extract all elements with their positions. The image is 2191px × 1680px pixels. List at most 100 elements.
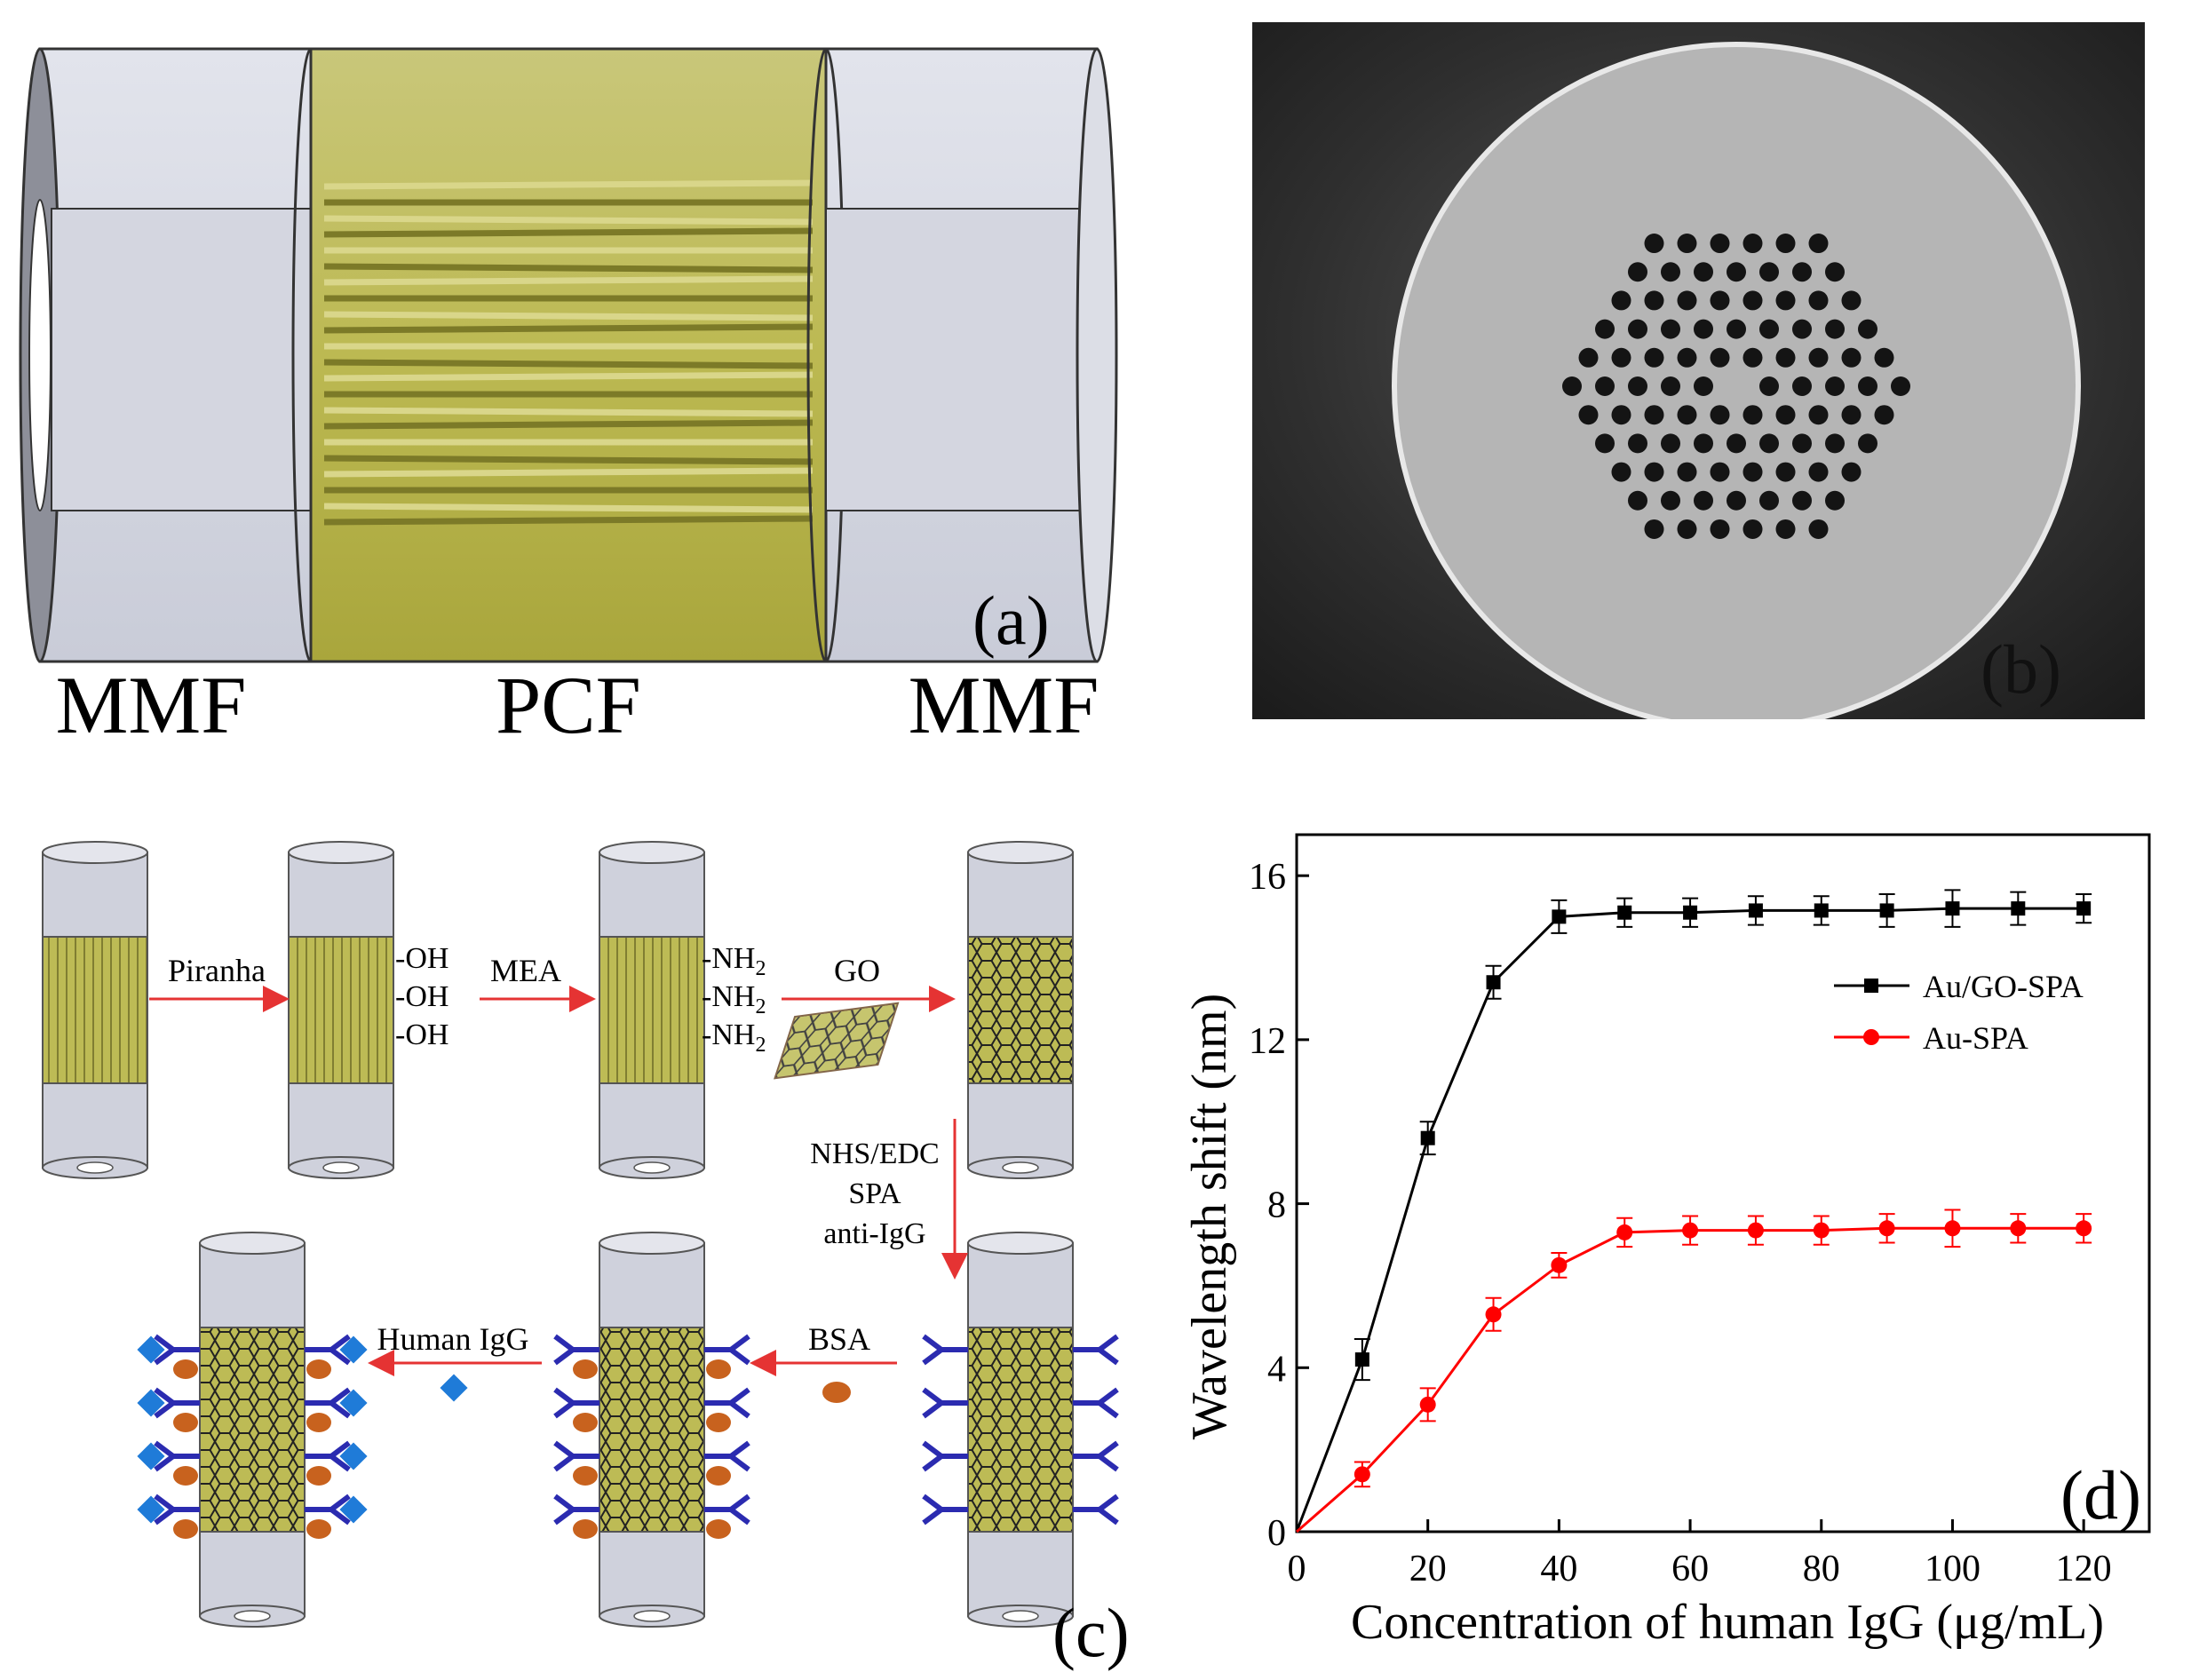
pcf-section [599,1327,705,1533]
air-hole [1644,347,1664,368]
panel-a-tag: (a) [972,582,1050,659]
pcf-section [42,936,148,1084]
x-tick-label: 80 [1803,1549,1840,1589]
bound-human-igg [339,1389,368,1417]
air-hole [1841,405,1862,425]
air-hole [1628,262,1647,282]
y-tick-label: 4 [1267,1349,1286,1390]
legend-label: Au-SPA [1923,1020,2028,1056]
antibody [553,1494,599,1539]
pcf-stripe [323,371,814,382]
air-hole [1759,433,1779,454]
air-hole [1775,462,1796,482]
step-nhs: NHS/EDC [810,1137,939,1170]
plot-frame [1295,833,2151,1533]
pcf-stripe [323,359,814,369]
pcf-stripe [323,275,814,286]
air-hole [1562,376,1582,396]
bsa-molecule [306,1359,331,1379]
series-au-spa [1296,1208,2092,1533]
pcf-segment [309,47,828,663]
air-hole [1775,519,1796,539]
antibody [922,1440,968,1472]
air-hole [1595,319,1615,339]
antibody [922,1334,968,1366]
y-tick-label: 8 [1267,1185,1286,1226]
group-nh2-3: -NH2 [702,1018,766,1057]
label-mmf-right: MMF [909,660,1099,750]
panel-c-functionalization-scheme: Piranha -OH -OH -OH MEA -NH2 -NH2 -NH2 G… [42,841,1130,1671]
air-hole-lattice [1562,234,1910,539]
group-oh-2: -OH [395,980,449,1013]
data-point [1552,909,1567,924]
data-point [1551,1256,1568,1273]
air-hole [1595,376,1615,396]
fiber-cylinder [599,841,705,1179]
fiber-stage-cylinders [42,841,1119,1628]
bsa-molecule [706,1519,731,1539]
pcf-stripe [323,311,814,321]
air-hole [1775,234,1796,254]
antibody [305,1494,368,1539]
air-hole [1775,290,1796,311]
core-opening [234,1610,271,1622]
cap-end [199,1232,306,1255]
antibody [1073,1334,1119,1366]
mmf-cap [599,1082,705,1169]
core-opening [1002,1161,1039,1174]
air-hole [1694,262,1713,282]
x-axis-label: Concentration of human IgG (μg/mL) [1351,1595,2104,1650]
air-hole [1710,462,1730,482]
data-point [1485,1306,1502,1323]
air-hole [1628,376,1647,396]
mmf-cap [599,1242,705,1328]
bsa-molecule [573,1519,598,1539]
air-hole [1694,490,1713,511]
air-hole [1775,347,1796,368]
air-hole [1727,319,1746,339]
bsa-molecule [306,1519,331,1539]
air-hole [1710,405,1730,425]
data-point [1616,1224,1633,1240]
bsa-molecule-icon [822,1382,851,1403]
x-tick-label: 120 [2056,1549,2112,1589]
air-hole [1825,376,1845,396]
legend-marker [1864,979,1878,993]
data-point [1747,1222,1764,1239]
step-mea: MEA [490,953,561,988]
step-human-igg: Human IgG [377,1321,529,1357]
mmf-cap [288,1082,394,1169]
air-hole [1874,405,1894,425]
pcf-stripe [323,323,814,334]
air-hole [1710,347,1730,368]
air-hole [1759,376,1779,396]
antibody [704,1440,750,1486]
air-hole [1759,490,1779,511]
bsa-molecule [173,1519,198,1539]
core-opening [322,1161,360,1174]
cap-end [288,841,394,864]
air-hole [1710,234,1730,254]
mmf-cap [42,1082,148,1169]
pcf-stripe [323,503,814,513]
air-hole [1578,405,1599,425]
air-hole [1825,433,1845,454]
bound-human-igg [339,1335,368,1364]
antibody [1073,1440,1119,1472]
right-mmf-segment [806,47,1118,663]
air-hole [1694,376,1713,396]
air-hole [1611,290,1631,311]
mmf-cap [288,852,394,938]
antibody [922,1494,968,1525]
air-hole [1792,319,1812,339]
air-hole [1874,347,1894,368]
cap-end [967,1232,1074,1255]
air-hole [1595,433,1615,454]
data-point [1682,1222,1699,1239]
data-point [2010,1220,2027,1237]
air-hole [1808,405,1829,425]
pcf-section [967,936,1074,1084]
